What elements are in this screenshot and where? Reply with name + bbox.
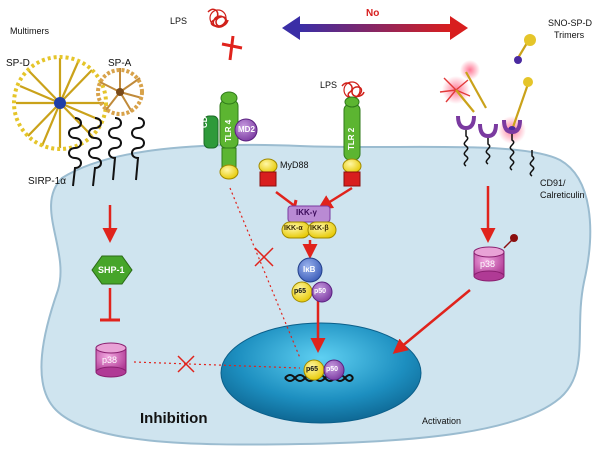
arrow-tlr2-to-ikk	[317, 186, 353, 210]
ikk-alpha-label: IKK-α	[284, 225, 303, 232]
ikk-gamma-label: IKK-γ	[296, 208, 317, 217]
arrow-p38-to-nucleus	[392, 289, 471, 354]
lps-top-icon	[207, 8, 229, 28]
blocked-x-icon-2	[177, 355, 195, 373]
inhibition-label: Inhibition	[140, 410, 208, 427]
sirp-receptors	[68, 117, 145, 187]
blocked-x-icon	[254, 247, 274, 267]
myd88-label: MyD88	[280, 160, 309, 170]
p38-right-label: p38	[480, 259, 496, 269]
shp1-label: SHP-1	[98, 265, 125, 275]
sp-d-multimer-icon	[12, 55, 108, 151]
myd88-adaptor	[258, 158, 278, 187]
multimers-label: Multimers	[10, 26, 50, 36]
ikb-node	[297, 257, 323, 283]
shp1-node	[91, 255, 133, 285]
cd91-label-2: Calreticulin	[540, 190, 585, 200]
phosphate-icon	[510, 234, 518, 242]
p38-right-node	[473, 234, 518, 282]
md2-label: MD2	[238, 125, 255, 134]
cd91-receptors	[456, 116, 535, 177]
nucleus-p50-label: p50	[326, 366, 339, 373]
no-double-arrow	[282, 16, 468, 40]
lps-top-label: LPS	[170, 16, 188, 26]
p38-left-node	[95, 342, 127, 378]
sno-spd-label-2: Trimers	[554, 30, 585, 40]
no-label: No	[366, 8, 380, 19]
sp-a-multimer-icon	[96, 68, 144, 116]
sno-spd-trimers-icon	[439, 34, 536, 144]
nucleus-p65-label: p65	[306, 366, 319, 373]
sp-a-label: SP-A	[108, 58, 132, 69]
tlr2-receptor	[341, 81, 365, 187]
cd91-label-1: CD91/	[540, 178, 566, 188]
p50-node	[311, 281, 333, 303]
nucleus-p50-node	[323, 359, 345, 381]
sno-spd-label-1: SNO-SP-D	[548, 18, 593, 28]
lps-tlr2-label: LPS	[320, 80, 338, 90]
tlr4-complex	[203, 91, 258, 180]
cd14-label: CD14	[200, 107, 209, 128]
dna-strand-icon	[284, 374, 354, 382]
tlr4-label: TLR 4	[224, 119, 233, 142]
ikk-gamma-box	[287, 205, 331, 223]
ikk-beta-box	[307, 221, 337, 239]
sp-d-label: SP-D	[6, 58, 30, 69]
ikk-beta-label: IKK-β	[310, 225, 329, 232]
ikb-label: IκB	[303, 265, 316, 274]
sirp-label: SIRP-1α	[28, 176, 67, 187]
activation-label: Activation	[422, 416, 462, 426]
tlr2-label: TLR 2	[347, 127, 356, 150]
p65-label: p65	[294, 288, 307, 295]
p50-label: p50	[314, 288, 327, 295]
lps-tlr2-icon	[341, 81, 365, 99]
p38-left-label: p38	[102, 355, 118, 365]
